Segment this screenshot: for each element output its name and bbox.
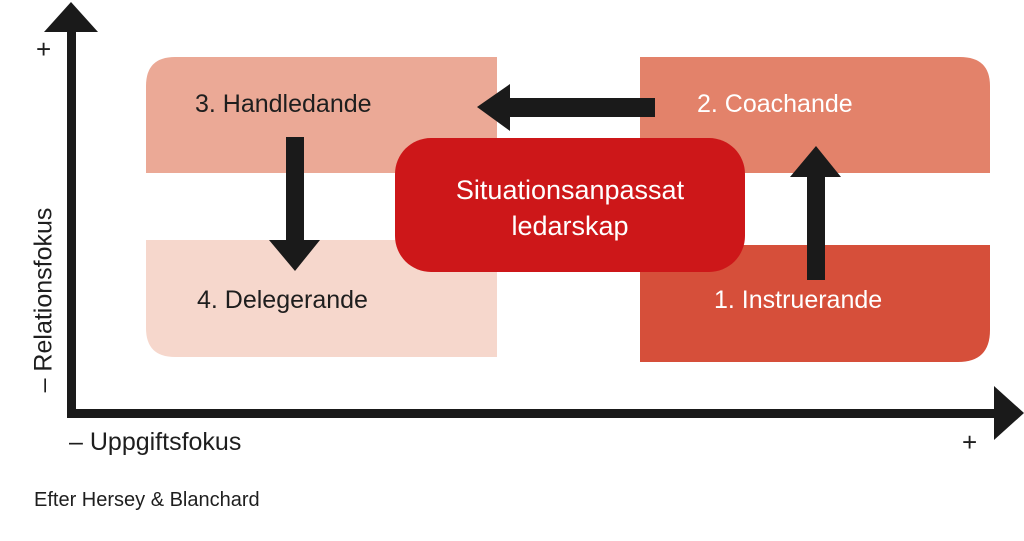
center-label-line2: ledarskap: [511, 211, 629, 241]
label-handledande: 3. Handledande: [195, 90, 372, 118]
x-axis-title: Uppgiftsfokus: [89, 428, 242, 456]
source-caption: Efter Hersey & Blanchard: [34, 489, 260, 511]
center-label-line1: Situationsanpassat: [455, 175, 685, 205]
x-axis-line: [67, 409, 997, 418]
x-axis-minus: –: [69, 428, 83, 456]
x-axis-label: – Uppgiftsfokus: [69, 428, 241, 457]
arrow-down: [269, 137, 320, 271]
x-axis-arrowhead: [994, 386, 1024, 440]
label-delegerande: 4. Delegerande: [197, 286, 368, 314]
box-instruerande: [640, 245, 990, 362]
cycle-arrows: [269, 84, 841, 280]
y-axis-line: [67, 26, 76, 417]
box-delegerande: [146, 240, 497, 357]
y-axis-label: – Relationsfokus: [30, 208, 59, 393]
y-axis-title: Relationsfokus: [29, 207, 58, 372]
center-label: Situationsanpassat ledarskap: [395, 172, 745, 244]
label-coachande: 2. Coachande: [697, 90, 853, 118]
arrow-left: [477, 84, 655, 131]
y-axis-minus: –: [29, 378, 58, 393]
center-box: [395, 138, 745, 272]
y-axis-plus: +: [36, 34, 52, 64]
label-instruerande: 1. Instruerande: [714, 286, 883, 314]
box-handledande: [146, 57, 497, 173]
axes: [44, 2, 1024, 440]
arrow-up: [790, 146, 841, 280]
y-axis-arrowhead: [44, 2, 98, 32]
x-axis-plus: +: [962, 427, 978, 457]
